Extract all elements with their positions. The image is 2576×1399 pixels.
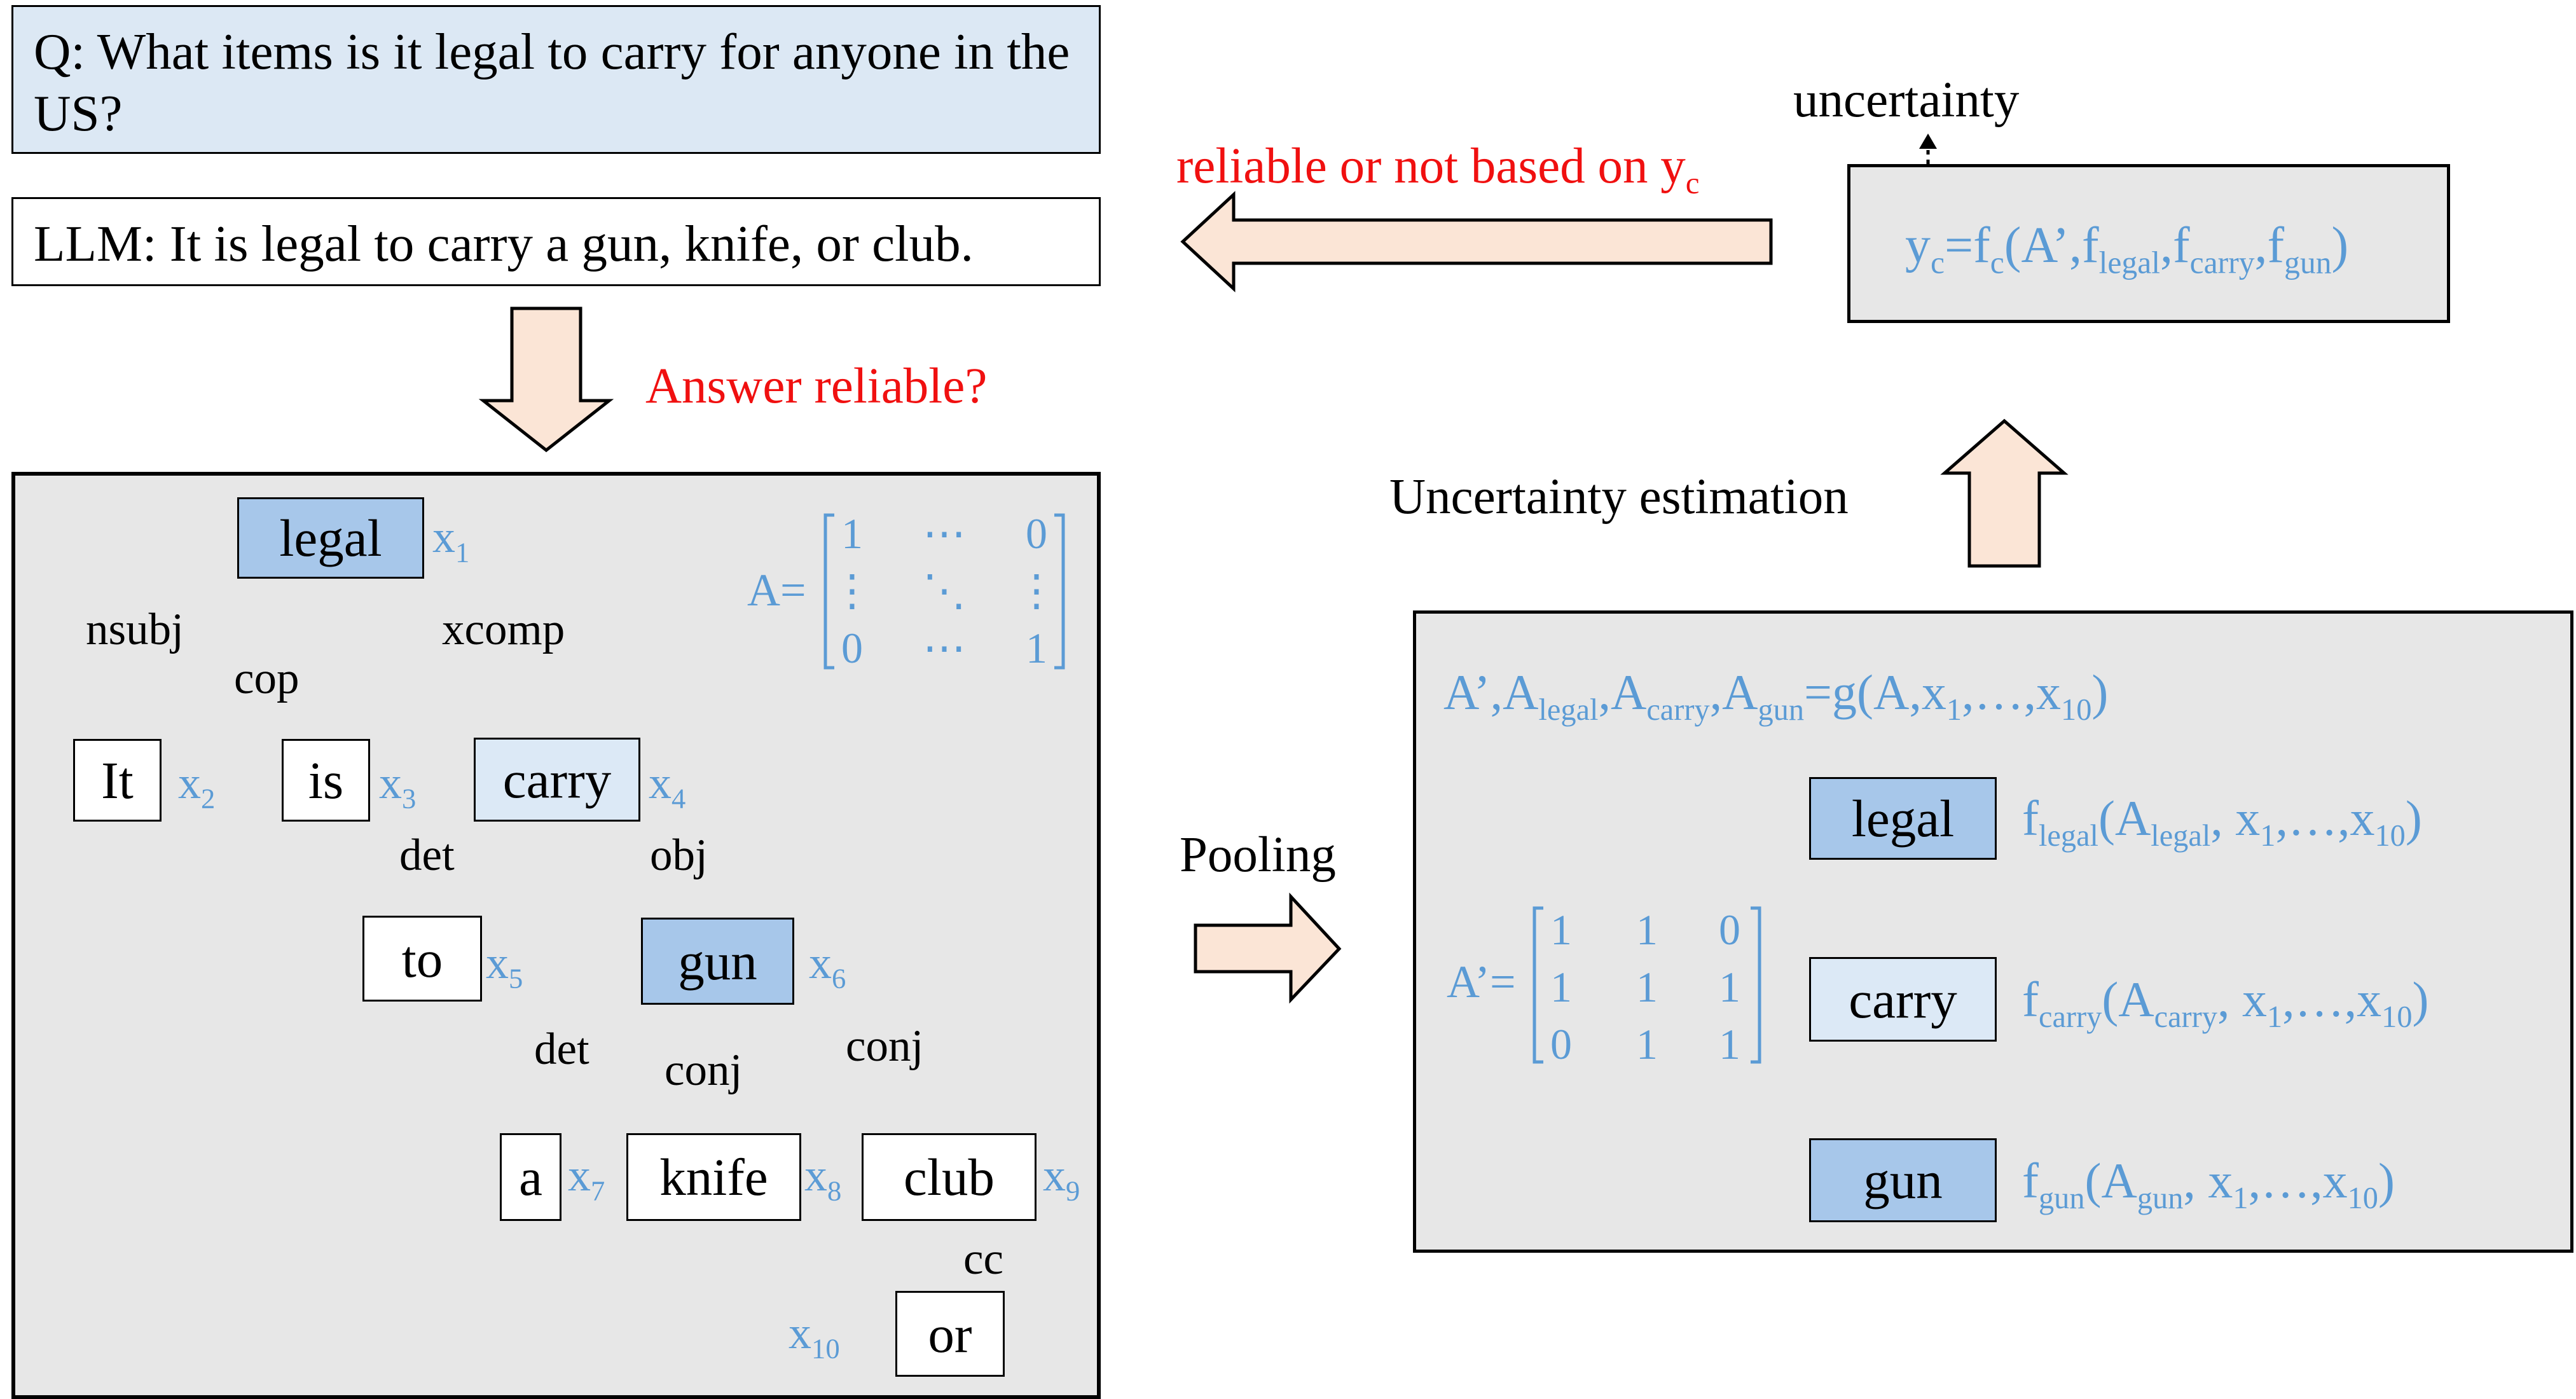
answer-reliable-label: Answer reliable? <box>645 359 988 414</box>
f-carry-formula: fcarry(Acarry, x1,…,x10) <box>2022 972 2429 1034</box>
tree-node-carry: carry <box>474 738 640 822</box>
edge-label-conj-2: conj <box>846 1021 924 1071</box>
matrix-a-prime-cell: 0 <box>1719 906 1740 954</box>
g-formula: A’,Alegal,Acarry,Agun=g(A,x1,…,x10) <box>1443 665 2109 727</box>
matrix-a-prime-cell: 1 <box>1636 1020 1658 1068</box>
matrix-a-cell: 1 <box>1026 624 1047 672</box>
edge-label-nsubj: nsubj <box>86 605 184 654</box>
question-text: Q: What items is it legal to carry for a… <box>34 23 1070 142</box>
feedback-label: reliable or not based on yc <box>1176 139 1700 201</box>
x-label-9: x9 <box>1043 1150 1080 1207</box>
uncertainty-label: uncertainty <box>1793 72 2020 128</box>
matrix-a-cell: 0 <box>841 624 863 672</box>
x-label-6: x6 <box>809 937 846 995</box>
matrix-a-brackets <box>823 513 1065 670</box>
tree-node-it: It <box>73 739 162 822</box>
matrix-a-prime-cell: 1 <box>1550 906 1572 954</box>
x-label-4: x4 <box>649 757 686 815</box>
matrix-a-cell: 0 <box>1026 509 1047 558</box>
tree-node-gun: gun <box>641 918 794 1005</box>
edge-label-cop: cop <box>234 654 300 703</box>
matrix-a-prime-brackets <box>1533 906 1761 1064</box>
x-label-5: x5 <box>486 937 523 995</box>
matrix-a-prime-cell: 1 <box>1636 963 1658 1011</box>
pooling-label: Pooling <box>1180 827 1336 883</box>
uncertainty-estimation-label: Uncertainty estimation <box>1389 469 1849 525</box>
x-label-1: x1 <box>432 511 470 569</box>
matrix-a-cell: ⋯ <box>923 509 966 558</box>
matrix-a-prime-cell: 0 <box>1550 1020 1572 1068</box>
edge-label-det-2: det <box>534 1024 589 1074</box>
matrix-a-cell: 1 <box>841 509 863 558</box>
edge-label-conj-1: conj <box>665 1045 743 1095</box>
edge-label-obj: obj <box>650 830 708 880</box>
x-label-7: x7 <box>568 1150 605 1207</box>
llm-answer-text: LLM: It is legal to carry a gun, knife, … <box>34 215 974 272</box>
matrix-a-prime-label: A’= <box>1447 956 1516 1007</box>
left-arrow <box>1180 191 1773 293</box>
down-arrow <box>478 307 614 453</box>
x-label-3: x3 <box>379 757 417 815</box>
tree-node-knife: knife <box>626 1133 801 1221</box>
yc-formula: yc=fc(A’,flegal,fcarry,fgun) <box>1905 217 2349 280</box>
tree-node-to: to <box>362 916 482 1002</box>
matrix-a-prime-cell: 1 <box>1719 963 1740 1011</box>
matrix-a-cell: ⋮ <box>1015 567 1058 615</box>
x-label-8: x8 <box>804 1150 842 1207</box>
f-gun-formula: fgun(Agun, x1,…,x10) <box>2022 1153 2395 1215</box>
matrix-a-prime-cell: 1 <box>1550 963 1572 1011</box>
llm-answer-box: LLM: It is legal to carry a gun, knife, … <box>11 197 1101 286</box>
edge-label-xcomp: xcomp <box>442 605 565 654</box>
pooling-arrow <box>1194 892 1342 1004</box>
matrix-a-cell: ⋯ <box>923 624 966 672</box>
matrix-a: 1 ⋯ 0 ⋮ ⋱ ⋮ 0 ⋯ 1 <box>820 509 1068 674</box>
f-legal-formula: flegal(Alegal, x1,…,x10) <box>2022 790 2422 853</box>
matrix-a-label: A= <box>747 565 806 616</box>
matrix-a-cell: ⋱ <box>923 567 966 615</box>
pooled-node-gun: gun <box>1809 1138 1997 1222</box>
dependency-tree-panel <box>11 472 1101 1399</box>
up-arrow <box>1940 418 2069 568</box>
edge-label-cc: cc <box>963 1234 1004 1284</box>
question-box: Q: What items is it legal to carry for a… <box>11 5 1101 154</box>
x-label-2: x2 <box>178 757 216 815</box>
dotted-arrow-uncertainty-head <box>1919 134 1937 149</box>
pooled-node-carry: carry <box>1809 957 1997 1042</box>
matrix-a-prime-cell: 1 <box>1636 906 1658 954</box>
tree-node-club: club <box>862 1133 1037 1221</box>
edge-label-det: det <box>399 830 455 880</box>
x-label-10: x10 <box>789 1307 840 1365</box>
matrix-a-prime-cell: 1 <box>1719 1020 1740 1068</box>
matrix-a-cell: ⋮ <box>830 567 874 615</box>
pooled-node-legal: legal <box>1809 777 1997 860</box>
tree-node-is: is <box>282 739 370 822</box>
tree-node-or: or <box>895 1291 1005 1377</box>
matrix-a-prime: 1 1 0 1 1 1 0 1 1 <box>1529 902 1765 1068</box>
yc-box <box>1847 164 2450 323</box>
tree-node-legal: legal <box>237 497 424 579</box>
tree-node-a: a <box>500 1133 561 1221</box>
